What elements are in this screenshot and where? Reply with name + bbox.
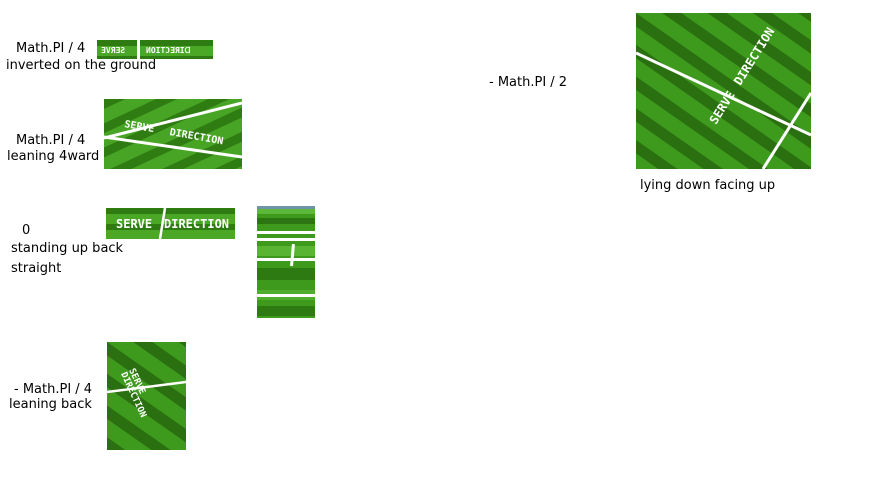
- texture-inverted-part1: ƎVЯƎƧ: [97, 40, 137, 59]
- angle-label-forward: Math.PI / 4: [16, 133, 86, 148]
- texture-text-serve: SERVE: [116, 217, 152, 231]
- desc-label-inverted: inverted on the ground: [6, 58, 157, 73]
- texture-inverted-part2: ИOITϽƎЯIᗡ: [140, 40, 213, 59]
- angle-label-lying: - Math.PI / 2: [489, 75, 568, 90]
- texture-lying-down: SERVE DIRECTION: [636, 13, 811, 169]
- desc-label-lying: lying down facing up: [640, 178, 776, 193]
- texture-standing: SERVE DIRECTION: [106, 208, 235, 239]
- texture-text-direction: ИOITϽƎЯIᗡ: [146, 46, 191, 55]
- desc-label-back: leaning back: [9, 397, 92, 412]
- angle-label-standing: 0: [22, 223, 31, 238]
- texture-text-serve: ƎVЯƎƧ: [101, 46, 125, 55]
- desc-label-standing-1: standing up back: [11, 241, 124, 256]
- desc-label-standing-2: straight: [11, 261, 62, 276]
- texture-leaning-forward: SERVE DIRECTION: [104, 99, 242, 169]
- angle-label-back: - Math.PI / 4: [14, 382, 93, 397]
- texture-text-direction: DIRECTION: [164, 217, 229, 231]
- angle-label-inverted: Math.PI / 4: [16, 41, 86, 56]
- texture-leaning-back: SERVE DIRECTION: [107, 342, 186, 450]
- texture-text-serve: SERVE: [123, 119, 155, 135]
- texture-strip-vertical: [257, 206, 315, 325]
- desc-label-forward: leaning 4ward: [7, 149, 100, 164]
